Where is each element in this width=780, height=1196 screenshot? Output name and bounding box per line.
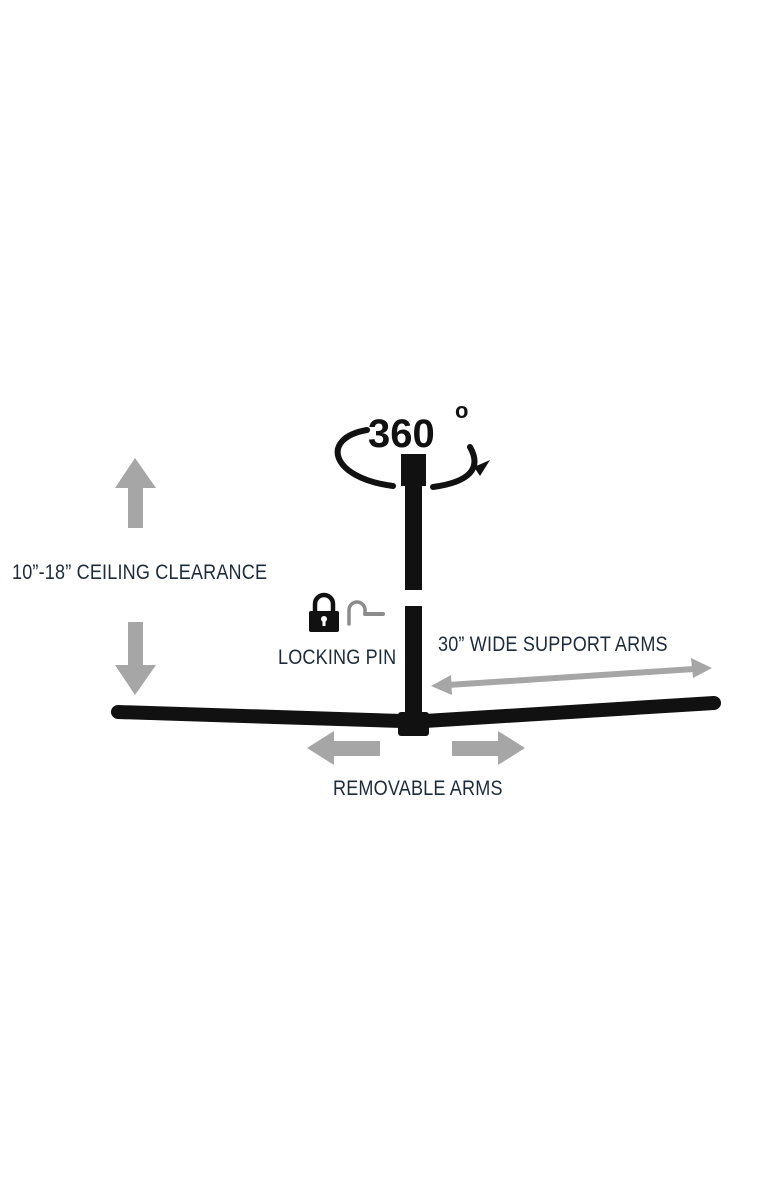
pole-lower <box>405 606 422 716</box>
arrow-right-small-icon <box>691 658 712 678</box>
arrow-down-icon <box>115 622 156 695</box>
pole-upper <box>405 486 422 590</box>
removable-arms-arrows <box>307 731 525 765</box>
right-arm <box>418 696 721 728</box>
left-arm <box>111 705 409 728</box>
removable-arms-label: REMOVABLE ARMS <box>333 777 503 800</box>
padlock-icon <box>309 592 339 632</box>
rotation-value: 360 <box>368 412 435 456</box>
arrow-up-icon <box>115 458 156 528</box>
support-width-arrow <box>431 658 712 695</box>
ceiling-clearance-arrows <box>115 458 156 695</box>
rotation-degree-symbol: o <box>455 398 468 423</box>
arrow-right-icon <box>452 731 525 765</box>
support-arms <box>111 696 721 728</box>
support-arms-label: 30” WIDE SUPPORT ARMS <box>438 633 668 656</box>
vertical-pole <box>398 454 429 736</box>
pole-cap <box>401 454 426 486</box>
hook-pin-icon <box>347 600 385 626</box>
rotation-arrowhead-icon <box>474 460 490 476</box>
arrow-left-small-icon <box>431 675 452 695</box>
rotation-arrow-icon <box>334 427 478 490</box>
arrow-left-icon <box>307 731 380 765</box>
ceiling-clearance-label: 10”-18” CEILING CLEARANCE <box>12 561 268 584</box>
locking-pin-label: LOCKING PIN <box>278 646 397 669</box>
rotation-indicator: 360 o <box>334 398 490 490</box>
